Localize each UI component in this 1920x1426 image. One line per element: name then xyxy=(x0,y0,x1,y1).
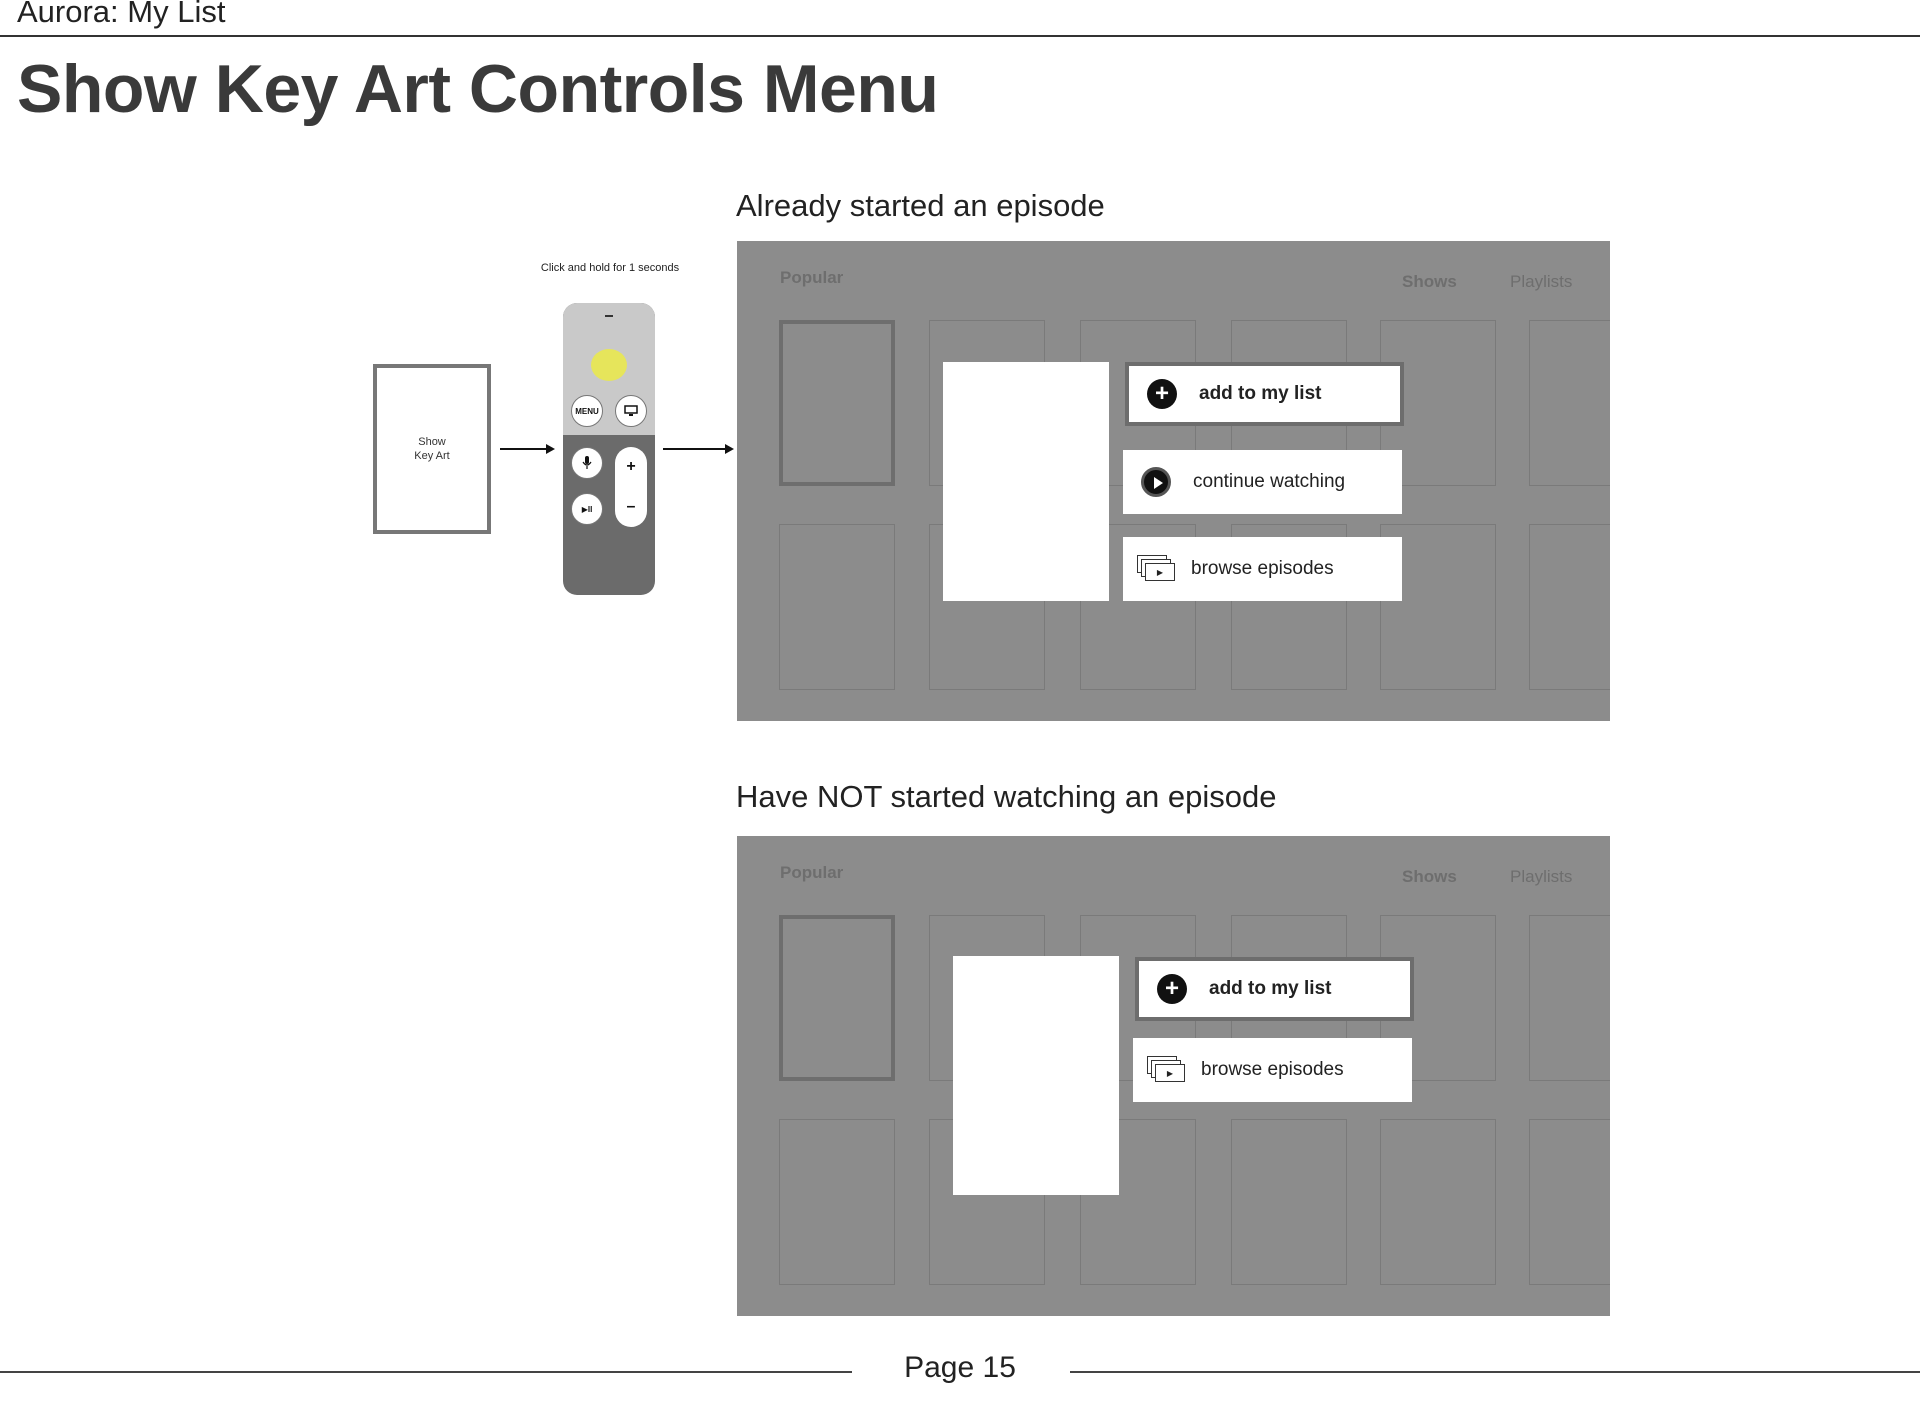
page-number: Page 15 xyxy=(904,1351,1016,1384)
volume-down-label: – xyxy=(626,498,636,515)
show-tile[interactable] xyxy=(1231,524,1347,690)
page-heading: Show Key Art Controls Menu xyxy=(17,51,939,127)
play-circle-icon xyxy=(1141,467,1171,497)
show-tile[interactable] xyxy=(1380,524,1496,690)
menu-item-label: browse episodes xyxy=(1201,1059,1344,1080)
flow-arrow-head xyxy=(546,444,555,454)
show-tile[interactable] xyxy=(1529,320,1610,486)
nav-popular[interactable]: Popular xyxy=(780,268,844,287)
menu-item-label: browse episodes xyxy=(1191,558,1334,579)
footer-rule-left xyxy=(0,1371,852,1373)
tv-icon xyxy=(624,405,638,416)
menu-item-label: add to my list xyxy=(1199,383,1322,404)
episodes-icon: ▶ xyxy=(1147,1056,1189,1084)
section-title-started: Already started an episode xyxy=(736,188,1105,223)
remote-menu-button[interactable]: MENU xyxy=(571,395,603,427)
footer-rule-right xyxy=(1070,1371,1920,1373)
show-tile[interactable] xyxy=(1529,915,1610,1081)
browse-episodes-button[interactable]: ▶ browse episodes xyxy=(1133,1038,1412,1102)
show-tile[interactable] xyxy=(1529,1119,1610,1285)
show-key-art-card: Show Key Art xyxy=(373,364,491,534)
menu-item-label: continue watching xyxy=(1193,471,1346,492)
show-tile[interactable] xyxy=(779,915,895,1081)
flow-arrow xyxy=(663,448,725,450)
nav-playlists[interactable]: Playlists xyxy=(1510,272,1573,291)
show-tile[interactable] xyxy=(779,1119,895,1285)
show-tile[interactable] xyxy=(1080,1119,1196,1285)
remote-tv-button[interactable] xyxy=(615,395,647,427)
tv-screen-not-started: Popular Shows Playlists + add to my list… xyxy=(737,836,1610,1316)
continue-watching-button[interactable]: continue watching xyxy=(1123,450,1402,514)
remote-top-dash xyxy=(605,315,613,317)
remote-volume-rocker[interactable]: + – xyxy=(615,447,647,527)
show-tile[interactable] xyxy=(1529,524,1610,690)
remote-touch-surface[interactable] xyxy=(591,349,627,381)
remote-play-pause-button[interactable]: ▶II xyxy=(571,493,603,525)
show-tile[interactable] xyxy=(1380,1119,1496,1285)
nav-popular[interactable]: Popular xyxy=(780,863,844,882)
volume-up-label: + xyxy=(626,458,636,475)
tv-screen-started: Popular Shows Playlists + add to my list… xyxy=(737,241,1610,721)
apple-tv-remote: MENU ▶II + – xyxy=(563,303,655,595)
remote-siri-button[interactable] xyxy=(571,447,603,479)
menu-item-label: add to my list xyxy=(1209,978,1332,999)
header-divider xyxy=(0,35,1920,37)
nav-playlists[interactable]: Playlists xyxy=(1510,867,1573,886)
show-tile[interactable] xyxy=(779,524,895,690)
expanded-key-art xyxy=(953,956,1119,1195)
nav-shows[interactable]: Shows xyxy=(1402,272,1457,291)
add-to-my-list-button[interactable]: + add to my list xyxy=(1135,957,1414,1021)
show-tile[interactable] xyxy=(779,320,895,486)
microphone-icon xyxy=(582,456,592,469)
flow-arrow-head xyxy=(725,444,734,454)
show-tile[interactable] xyxy=(1231,1119,1347,1285)
browse-episodes-button[interactable]: ▶ browse episodes xyxy=(1123,537,1402,601)
document-title: Aurora: My List xyxy=(17,0,226,29)
remote-caption: Click and hold for 1 seconds xyxy=(540,262,680,274)
nav-shows[interactable]: Shows xyxy=(1402,867,1457,886)
expanded-key-art xyxy=(943,362,1109,601)
flow-arrow xyxy=(500,448,546,450)
add-to-my-list-button[interactable]: + add to my list xyxy=(1125,362,1404,426)
episodes-icon: ▶ xyxy=(1137,555,1179,583)
plus-circle-icon: + xyxy=(1147,379,1177,409)
section-title-not-started: Have NOT started watching an episode xyxy=(736,779,1277,814)
show-tile[interactable] xyxy=(1080,524,1196,690)
plus-circle-icon: + xyxy=(1157,974,1187,1004)
